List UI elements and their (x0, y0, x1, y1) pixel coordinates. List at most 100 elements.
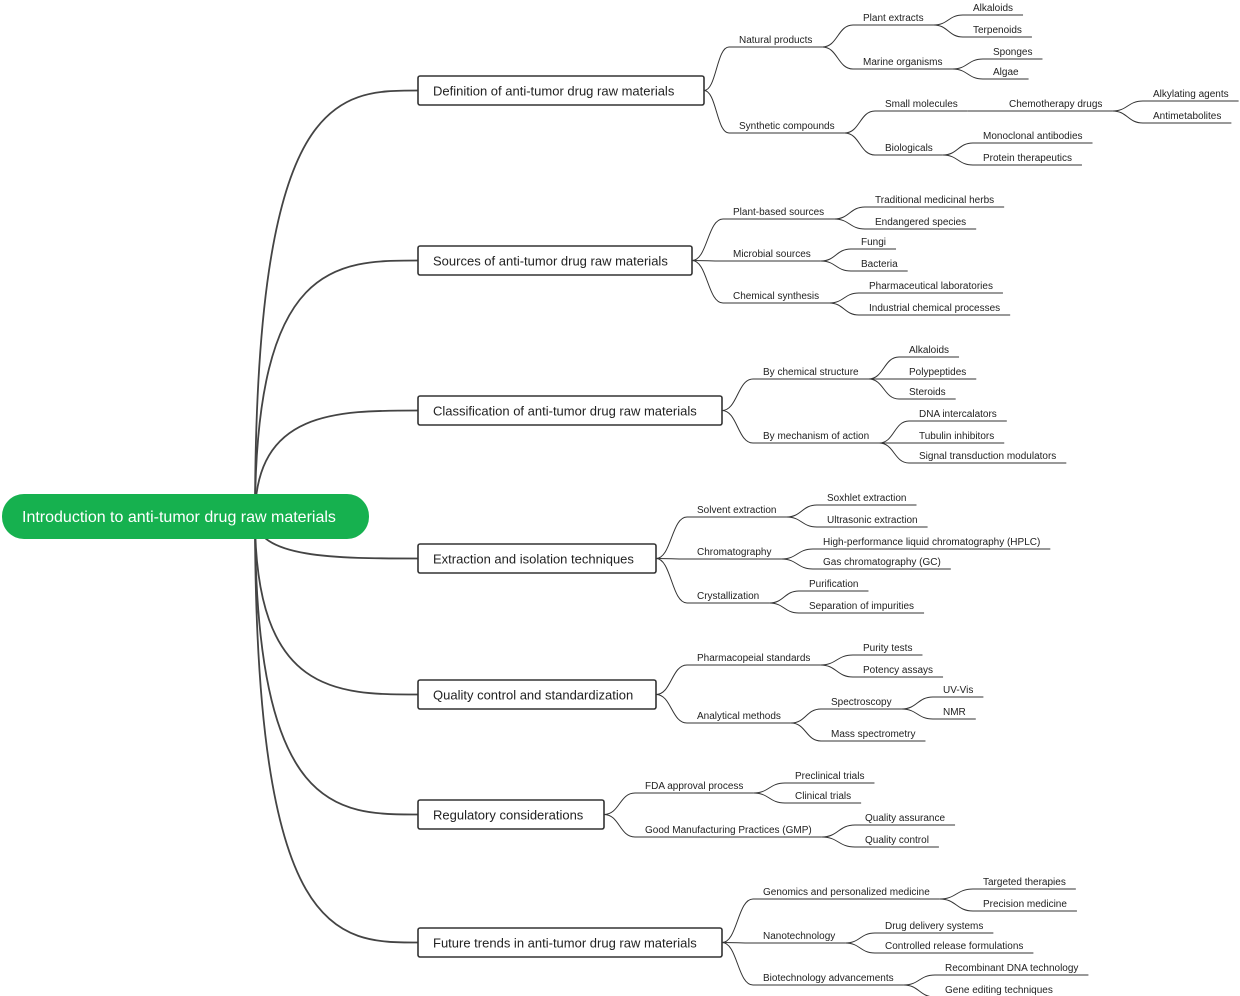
subtopic-algae[interactable]: Algae (983, 67, 1029, 80)
topic-node-label: Definition of anti-tumor drug raw materi… (433, 84, 675, 99)
subtopic-good-manufacturing-practices-gmp[interactable]: Good Manufacturing Practices (GMP) (635, 825, 822, 838)
subtopic-label: Fungi (861, 237, 886, 248)
subtopic-gas-chromatography-gc[interactable]: Gas chromatography (GC) (813, 557, 951, 570)
subtopic-separation-of-impurities[interactable]: Separation of impurities (799, 601, 925, 614)
subtopic-label: Protein therapeutics (983, 153, 1072, 164)
subtopic-monoclonal-antibodies[interactable]: Monoclonal antibodies (973, 131, 1093, 144)
subtopic-gene-editing-techniques[interactable]: Gene editing techniques (935, 985, 1063, 996)
subtopic-by-chemical-structure[interactable]: By chemical structure (753, 367, 869, 380)
topic-node-box (417, 75, 705, 106)
subtopic-marine-organisms[interactable]: Marine organisms (853, 57, 953, 70)
subtopic-biotechnology-advancements[interactable]: Biotechnology advancements (753, 973, 904, 986)
branch-line (655, 694, 688, 724)
subtopic-pharmaceutical-laboratories[interactable]: Pharmaceutical laboratories (859, 281, 1003, 294)
subtopic-nmr[interactable]: NMR (933, 707, 976, 720)
subtopic-bacteria[interactable]: Bacteria (851, 259, 908, 272)
subtopic-plant-based-sources[interactable]: Plant-based sources (723, 207, 835, 220)
subtopic-fda-approval-process[interactable]: FDA approval process (635, 781, 754, 794)
subtopic-label: Monoclonal antibodies (983, 131, 1083, 142)
branch-line (942, 142, 974, 156)
subtopic-sponges[interactable]: Sponges (983, 47, 1043, 60)
subtopic-uv-vis[interactable]: UV-Vis (933, 685, 984, 698)
subtopic-clinical-trials[interactable]: Clinical trials (785, 791, 862, 804)
subtopic-fungi[interactable]: Fungi (851, 237, 897, 250)
topic-node-regulatory-considerations[interactable]: Regulatory considerations (417, 799, 605, 830)
subtopic-plant-extracts[interactable]: Plant extracts (853, 13, 934, 26)
subtopic-preclinical-trials[interactable]: Preclinical trials (785, 771, 875, 784)
subtopic-chromatography[interactable]: Chromatography (687, 547, 782, 560)
subtopic-controlled-release-formulations[interactable]: Controlled release formulations (875, 941, 1034, 954)
branch-line (721, 410, 754, 444)
subtopic-targeted-therapies[interactable]: Targeted therapies (973, 877, 1076, 890)
subtopic-precision-medicine[interactable]: Precision medicine (973, 899, 1077, 912)
topic-node-definition-of-anti-tumor-drug-raw-materials[interactable]: Definition of anti-tumor drug raw materi… (417, 75, 705, 106)
subtopic-ultrasonic-extraction[interactable]: Ultrasonic extraction (817, 515, 928, 528)
subtopic-drug-delivery-systems[interactable]: Drug delivery systems (875, 921, 994, 934)
subtopic-soxhlet-extraction[interactable]: Soxhlet extraction (817, 493, 917, 506)
subtopic-industrial-chemical-processes[interactable]: Industrial chemical processes (859, 303, 1011, 316)
subtopic-crystallization[interactable]: Crystallization (687, 591, 770, 604)
subtopic-pharmacopeial-standards[interactable]: Pharmacopeial standards (687, 653, 821, 666)
branch-line (1112, 110, 1144, 124)
subtopic-terpenoids[interactable]: Terpenoids (963, 25, 1032, 38)
subtopic-label: Alkaloids (973, 3, 1013, 14)
subtopic-nanotechnology[interactable]: Nanotechnology (753, 931, 846, 944)
branch-line (603, 792, 636, 815)
subtopic-label: Chemotherapy drugs (1009, 99, 1102, 110)
topic-node-classification-of-anti-tumor-drug-raw-materials[interactable]: Classification of anti-tumor drug raw ma… (417, 395, 723, 426)
subtopic-mass-spectrometry[interactable]: Mass spectrometry (821, 729, 926, 742)
branch-line (790, 722, 822, 742)
branch-line (829, 292, 860, 304)
branch-line (1112, 100, 1144, 112)
subtopic-traditional-medicinal-herbs[interactable]: Traditional medicinal herbs (865, 195, 1005, 208)
branch-line (939, 888, 974, 900)
subtopic-alkaloids[interactable]: Alkaloids (899, 345, 960, 358)
subtopic-potency-assays[interactable]: Potency assays (853, 665, 944, 678)
topic-nodes: Definition of anti-tumor drug raw materi… (417, 75, 723, 958)
subtopic-purity-tests[interactable]: Purity tests (853, 643, 923, 656)
main-branch-line (254, 516, 419, 816)
branch-line (820, 654, 854, 666)
topic-node-extraction-and-isolation-techniques[interactable]: Extraction and isolation techniques (417, 543, 657, 574)
subtopic-label: UV-Vis (943, 685, 973, 696)
subtopic-natural-products[interactable]: Natural products (729, 35, 823, 48)
subtopic-solvent-extraction[interactable]: Solvent extraction (687, 505, 787, 518)
branch-line (781, 558, 814, 570)
subtopic-label: Bacteria (861, 259, 898, 270)
topic-node-future-trends-in-anti-tumor-drug-raw-materials[interactable]: Future trends in anti-tumor drug raw mat… (417, 927, 723, 958)
subtopic-label: Mass spectrometry (831, 729, 915, 740)
topic-node-label: Quality control and standardization (433, 688, 633, 703)
subtopic-antimetabolites[interactable]: Antimetabolites (1143, 111, 1232, 124)
subtopic-microbial-sources[interactable]: Microbial sources (723, 249, 821, 262)
subtopic-high-performance-liquid-chromatography-hplc[interactable]: High-performance liquid chromatography (… (813, 537, 1051, 550)
subtopic-endangered-species[interactable]: Endangered species (865, 217, 977, 230)
topic-node-quality-control-and-standardization[interactable]: Quality control and standardization (417, 679, 657, 710)
subtopic-label: Tubulin inhibitors (919, 431, 994, 442)
subtopic-recombinant-dna-technology[interactable]: Recombinant DNA technology (935, 963, 1089, 976)
subtopic-label: Traditional medicinal herbs (875, 195, 994, 206)
root-node[interactable]: Introduction to anti-tumor drug raw mate… (2, 494, 369, 539)
subtopic-synthetic-compounds[interactable]: Synthetic compounds (729, 121, 845, 134)
subtopic-signal-transduction-modulators[interactable]: Signal transduction modulators (909, 451, 1067, 464)
subtopic-small-molecules[interactable]: Small molecules (875, 99, 968, 112)
subtopic-polypeptides[interactable]: Polypeptides (899, 367, 977, 380)
subtopic-biologicals[interactable]: Biologicals (875, 143, 943, 156)
subtopic-alkaloids[interactable]: Alkaloids (963, 3, 1024, 16)
subtopic-label: Good Manufacturing Practices (GMP) (645, 825, 812, 836)
subtopic-chemotherapy-drugs[interactable]: Chemotherapy drugs (999, 99, 1113, 112)
subtopic-protein-therapeutics[interactable]: Protein therapeutics (973, 153, 1082, 166)
subtopic-tubulin-inhibitors[interactable]: Tubulin inhibitors (909, 431, 1005, 444)
subtopic-quality-control[interactable]: Quality control (855, 835, 939, 848)
topic-node-sources-of-anti-tumor-drug-raw-materials[interactable]: Sources of anti-tumor drug raw materials (417, 245, 693, 276)
subtopic-genomics-and-personalized-medicine[interactable]: Genomics and personalized medicine (753, 887, 940, 900)
subtopic-spectroscopy[interactable]: Spectroscopy (821, 697, 902, 710)
branch-line (844, 110, 876, 134)
subtopic-analytical-methods[interactable]: Analytical methods (687, 711, 791, 724)
subtopic-by-mechanism-of-action[interactable]: By mechanism of action (753, 431, 880, 444)
subtopic-quality-assurance[interactable]: Quality assurance (855, 813, 956, 826)
subtopic-purification[interactable]: Purification (799, 579, 869, 592)
subtopic-steroids[interactable]: Steroids (899, 387, 956, 400)
subtopic-chemical-synthesis[interactable]: Chemical synthesis (723, 291, 830, 304)
subtopic-dna-intercalators[interactable]: DNA intercalators (909, 409, 1007, 422)
subtopic-alkylating-agents[interactable]: Alkylating agents (1143, 89, 1239, 102)
